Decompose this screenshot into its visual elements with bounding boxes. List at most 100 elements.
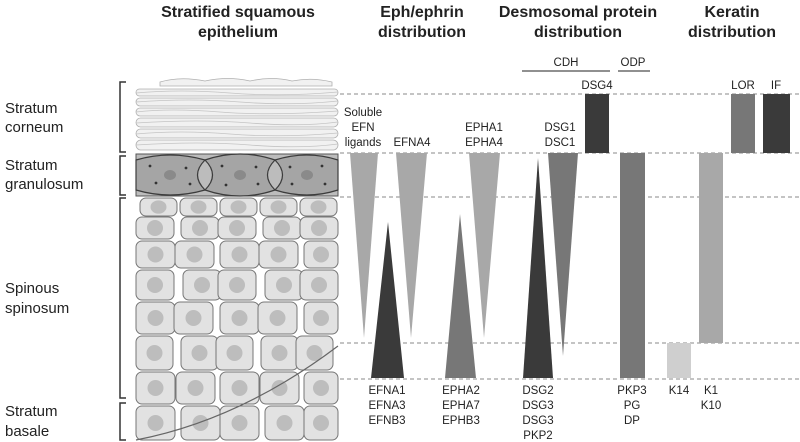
corneum-cell-seams — [135, 90, 339, 148]
dsg2-triangle — [523, 158, 553, 378]
dsg4-bar — [585, 94, 609, 153]
spinous-nucleus — [150, 200, 167, 214]
label-dp: DP — [624, 415, 640, 427]
header-eph-line1: Eph/ephrin — [380, 4, 464, 21]
granule — [254, 165, 258, 169]
spinous-nucleus — [192, 220, 208, 236]
label-dsg4: DSG4 — [581, 80, 613, 92]
spinous-nucleus — [231, 380, 248, 396]
spinous-nucleus — [269, 310, 286, 326]
corneum-cell — [135, 139, 339, 151]
label-pkp2: PKP2 — [523, 430, 552, 442]
bracket-basale — [119, 402, 126, 441]
header-desmo-line1: Desmosomal protein — [499, 4, 657, 21]
corneum-seam — [135, 120, 339, 126]
corneum-cell — [135, 107, 339, 117]
label-dsg3-a: DSG3 — [522, 400, 553, 412]
label-k10: K10 — [701, 400, 721, 412]
spinous-nucleus — [186, 246, 203, 263]
dsg1-triangle — [548, 153, 578, 356]
layer-label-granulosum-2: granulosum — [5, 176, 83, 193]
granular-nuclei — [164, 170, 313, 180]
epha1-triangle — [469, 153, 500, 338]
lor-bar — [731, 94, 755, 153]
if-bar — [763, 94, 790, 153]
corneum-cell — [135, 88, 339, 97]
corneum-cell — [159, 78, 333, 87]
granule — [188, 182, 192, 186]
header-epithelium-line1: Stratified squamous — [161, 4, 315, 21]
layer-label-granulosum-1: Stratum — [5, 157, 58, 174]
corneum-cell — [135, 128, 339, 139]
spinous-nucleus — [191, 345, 208, 361]
label-if: IF — [771, 80, 781, 92]
layer-label-corneum-2: corneum — [5, 119, 63, 136]
label-efna4: EFNA4 — [393, 137, 431, 149]
granule — [224, 183, 228, 187]
basement-membrane — [135, 345, 339, 441]
layer-label-basale-1: Stratum — [5, 403, 58, 420]
spinous-nucleus — [310, 200, 327, 214]
corneum-seam — [135, 142, 339, 148]
label-k14: K14 — [669, 385, 690, 397]
spinous-nucleus — [276, 277, 292, 293]
corneum-seam — [135, 131, 339, 137]
label-k1: K1 — [704, 385, 718, 397]
label-soluble-2: EFN — [352, 122, 375, 134]
spinous-nucleus — [271, 380, 288, 396]
spinous-nucleus — [313, 380, 329, 396]
spinous-nucleus — [226, 345, 243, 361]
desmosomal-shapes — [523, 94, 645, 378]
spinous-nucleus — [270, 246, 287, 263]
corneum-seam — [135, 90, 339, 96]
header-keratin-line1: Keratin — [704, 4, 759, 21]
bracket-corneum — [119, 81, 126, 153]
spinous-nucleus — [271, 345, 288, 361]
spinous-nucleus — [147, 310, 164, 326]
label-dsg1: DSG1 — [544, 122, 575, 134]
spinous-nucleus — [276, 415, 293, 431]
layer-label-corneum-1: Stratum — [5, 100, 58, 117]
spinous-nucleus — [313, 415, 329, 431]
label-efna3: EFNA3 — [368, 400, 405, 412]
efna1-triangle — [371, 222, 404, 378]
layer-label-spinosum-1: Spinous — [5, 280, 59, 297]
soluble-efn-triangle — [350, 153, 378, 338]
granular-nucleus — [164, 170, 176, 180]
k14-bar — [667, 343, 691, 378]
spinous-nucleus — [231, 310, 248, 326]
spinous-cells — [135, 197, 339, 441]
label-epha7: EPHA7 — [442, 400, 480, 412]
granular-nucleus — [301, 170, 313, 180]
bracket-granulosum — [119, 155, 126, 196]
spinous-nucleus — [313, 246, 329, 263]
granule — [256, 182, 260, 186]
epithelium-illustration — [135, 78, 339, 441]
spinous-nucleus — [231, 246, 248, 263]
layer-brackets — [119, 81, 126, 441]
corneum-cell-layers — [135, 78, 339, 151]
spinous-nucleus — [311, 220, 327, 236]
label-pkp3: PKP3 — [617, 385, 646, 397]
spinous-nucleus — [192, 415, 209, 431]
spinous-nucleus — [147, 415, 164, 431]
spinous-nucleus — [190, 200, 207, 214]
spinous-nucleus — [274, 220, 290, 236]
spinous-nucleus — [231, 415, 248, 431]
granule — [288, 165, 292, 169]
keratin-shapes — [667, 94, 790, 378]
spinous-nucleus — [270, 200, 287, 214]
k1-bar — [699, 153, 723, 343]
label-dsc1: DSC1 — [545, 137, 576, 149]
eph-triangles — [350, 153, 500, 378]
label-lor: LOR — [731, 80, 755, 92]
spinous-nucleus — [147, 246, 164, 263]
granule — [290, 182, 294, 186]
spinous-nucleus — [194, 277, 210, 293]
label-ephb3: EPHB3 — [442, 415, 480, 427]
label-efnb3: EFNB3 — [368, 415, 405, 427]
layer-label-basale-2: basale — [5, 423, 49, 440]
spinous-nucleus — [229, 277, 245, 293]
group-label-odp: ODP — [621, 57, 646, 69]
